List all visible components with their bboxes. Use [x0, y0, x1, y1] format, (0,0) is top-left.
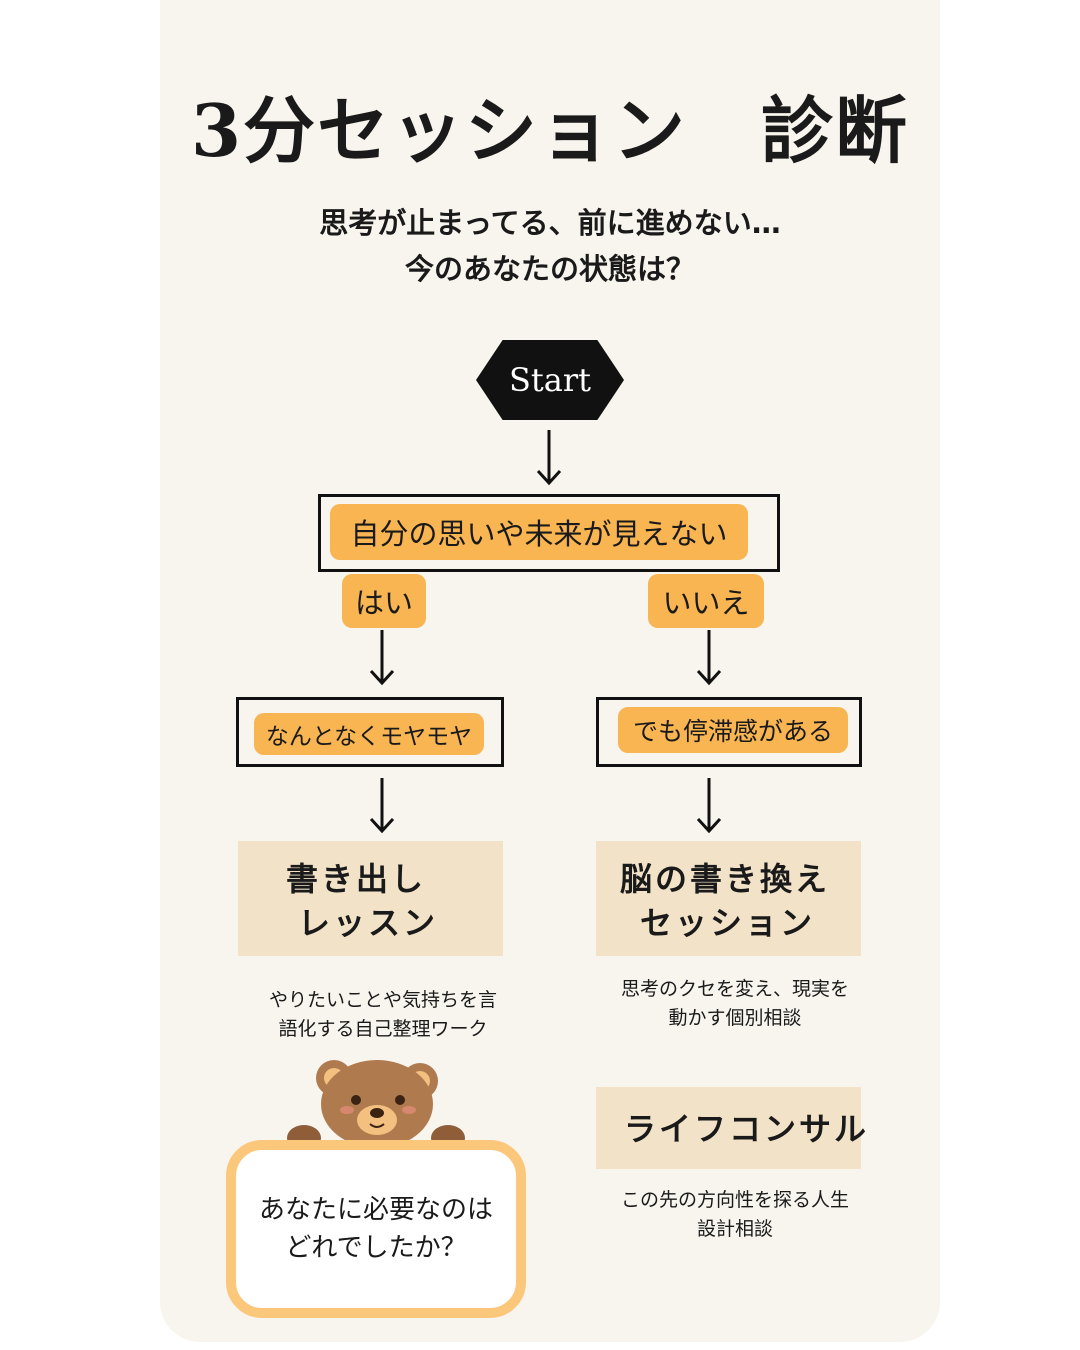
writing-lesson-box: 書き出し レッスン — [238, 841, 503, 956]
right-state-label: でも停滞感がある — [618, 707, 848, 753]
yes-label: はい — [342, 574, 426, 628]
life-desc-line-2: 設計相談 — [696, 1218, 773, 1240]
start-node: Start — [476, 340, 624, 420]
rewire-session-box: 脳の書き換え セッション — [596, 841, 861, 956]
page-title: 3分セッション 診断 — [190, 88, 910, 173]
rewire-desc-line-1: 思考のクセを変え、現実を — [620, 978, 849, 1000]
question-label: 自分の思いや未来が見えない — [330, 504, 748, 560]
life-desc-line-1: この先の方向性を探る人生 — [620, 1189, 849, 1211]
down-arrow-icon — [369, 778, 395, 834]
bear-illustration — [287, 1060, 465, 1151]
rewire-desc-line-2: 動かす個別相談 — [668, 1007, 802, 1029]
down-arrow-icon — [369, 630, 395, 686]
writing-description: やりたいことや気持ちを言 語化する自己整理ワーク — [238, 986, 528, 1044]
subtitle-line-1: 思考が止まってる、前に進めない… — [319, 206, 781, 240]
writing-desc-line-1: やりたいことや気持ちを言 — [268, 989, 497, 1011]
life-consult-box: ライフコンサル — [596, 1087, 866, 1169]
rewire-title-line-2: セッション — [640, 904, 816, 942]
down-arrow-icon — [696, 630, 722, 686]
writing-title-line-1: 書き出し — [286, 860, 427, 898]
rewire-description: 思考のクセを変え、現実を 動かす個別相談 — [590, 975, 880, 1033]
closing-question-bubble: あなたに必要なのは どれでしたか？ — [226, 1140, 526, 1318]
subtitle: 思考が止まってる、前に進めない… 今のあなたの状態は？ — [160, 200, 940, 292]
left-state-box — [236, 697, 504, 767]
down-arrow-icon — [536, 430, 562, 486]
life-description: この先の方向性を探る人生 設計相談 — [590, 1186, 880, 1244]
life-title: ライフコンサル — [624, 1110, 870, 1148]
writing-title-line-2: レッスン — [298, 904, 439, 942]
down-arrow-icon — [696, 778, 722, 834]
bubble-line-1: あなたに必要なのは — [258, 1195, 493, 1225]
subtitle-line-2: 今のあなたの状態は？ — [404, 252, 695, 286]
no-label: いいえ — [648, 574, 764, 628]
left-state-label: なんとなくモヤモヤ — [254, 713, 484, 755]
right-state-box — [596, 697, 862, 767]
writing-desc-line-2: 語化する自己整理ワーク — [278, 1018, 488, 1040]
question-box — [318, 494, 780, 572]
bubble-line-2: どれでしたか？ — [285, 1233, 467, 1263]
rewire-title-line-1: 脳の書き換え — [620, 860, 831, 898]
